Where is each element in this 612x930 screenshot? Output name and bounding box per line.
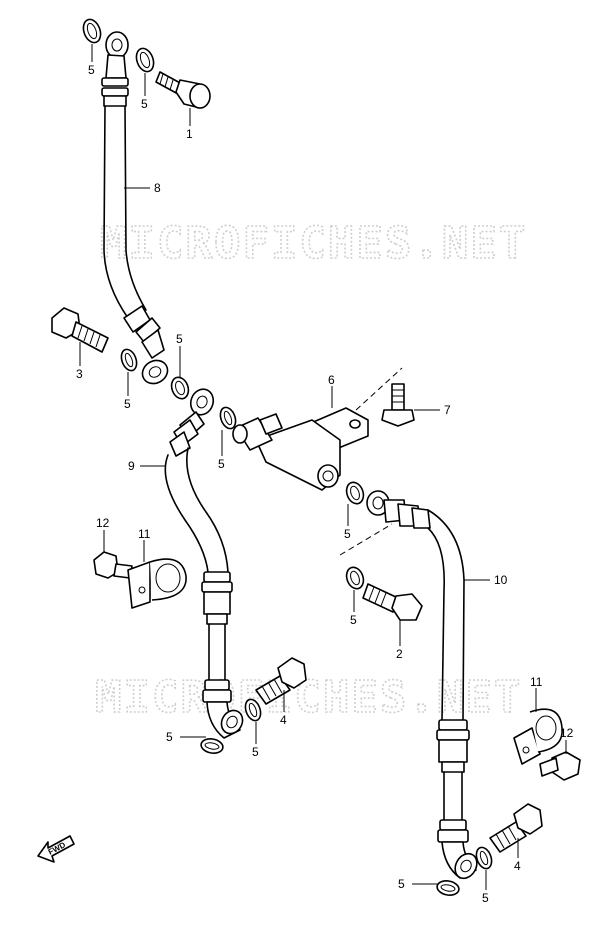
banjo-bolt-2 bbox=[362, 583, 423, 621]
callout-7: 7 bbox=[444, 403, 451, 417]
brake-hose-joint bbox=[232, 407, 369, 491]
hose-clamp-left bbox=[93, 551, 187, 609]
callout-12-right: 12 bbox=[560, 726, 574, 740]
banjo-bolt-4-upper bbox=[255, 657, 307, 705]
washer-icon bbox=[82, 18, 102, 44]
callout-2: 2 bbox=[396, 647, 403, 661]
right-brake-hose bbox=[366, 490, 478, 880]
callout-5-joint-right: 5 bbox=[344, 527, 351, 541]
washer-icon bbox=[345, 481, 365, 505]
washer-icon bbox=[345, 566, 365, 590]
callout-5-bottom-right-b: 5 bbox=[482, 891, 489, 905]
callout-5-bolt2: 5 bbox=[350, 613, 357, 627]
callout-11-right: 11 bbox=[530, 675, 543, 689]
callout-5-top-right: 5 bbox=[141, 97, 148, 111]
banjo-bolt-3 bbox=[51, 307, 109, 353]
callout-5-mid-left: 5 bbox=[124, 397, 131, 411]
callout-5-bottom-right-a: 5 bbox=[398, 877, 405, 891]
banjo-bolt-1 bbox=[155, 71, 211, 109]
callouts: 5 5 1 8 3 5 5 6 7 9 5 5 10 12 11 5 2 4 1… bbox=[76, 63, 574, 905]
watermark-bottom: MICROFICHES.NET bbox=[95, 672, 522, 723]
callout-9: 9 bbox=[128, 459, 135, 473]
forward-arrow-icon: FWD bbox=[37, 835, 75, 863]
assembly-guide-line bbox=[339, 523, 393, 556]
callout-5-top-left: 5 bbox=[88, 63, 95, 77]
watermark-top: MICROFICHES.NET bbox=[100, 218, 527, 269]
callout-4-lower: 4 bbox=[514, 859, 521, 873]
callout-5-joint-left: 5 bbox=[218, 457, 225, 471]
left-brake-hose bbox=[164, 388, 244, 739]
bolt-7 bbox=[381, 383, 415, 427]
callout-1: 1 bbox=[186, 127, 193, 141]
callout-4-upper: 4 bbox=[280, 713, 287, 727]
washer-icon bbox=[436, 880, 460, 896]
callout-5-bottom-mid: 5 bbox=[252, 745, 259, 759]
callout-11-left: 11 bbox=[138, 527, 151, 541]
washer-icon bbox=[120, 348, 138, 372]
washer-icon bbox=[170, 376, 190, 400]
callout-3: 3 bbox=[76, 367, 83, 381]
callout-6: 6 bbox=[328, 373, 335, 387]
hose-clamp-right bbox=[513, 708, 581, 781]
assembly-guide-line bbox=[355, 367, 403, 411]
callout-10: 10 bbox=[494, 573, 508, 587]
callout-5-bottom-left: 5 bbox=[166, 730, 173, 744]
upper-brake-hose bbox=[101, 31, 169, 385]
washer-icon bbox=[135, 47, 155, 73]
callout-5-mid: 5 bbox=[176, 332, 183, 346]
leader-lines bbox=[79, 44, 567, 890]
washer-icon bbox=[200, 738, 224, 754]
callout-8: 8 bbox=[154, 181, 161, 195]
callout-12-left: 12 bbox=[96, 516, 110, 530]
banjo-bolt-4-lower bbox=[489, 803, 543, 853]
